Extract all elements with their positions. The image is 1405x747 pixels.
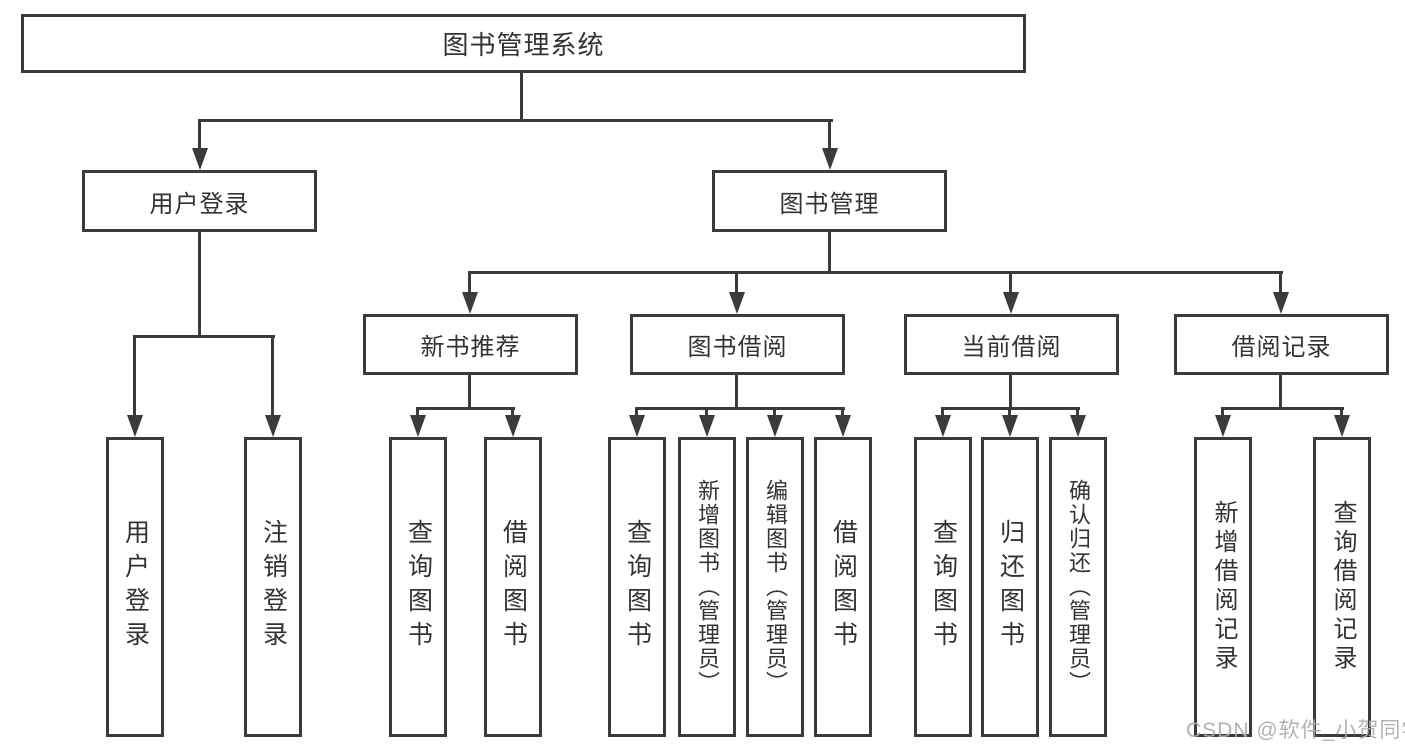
connector-line-v	[841, 407, 844, 419]
leaf-add-borrow-record: 新增借阅记录	[1194, 437, 1252, 737]
connector-line-v	[1008, 407, 1011, 419]
arrow-down-icon	[935, 415, 951, 437]
leaf-borrow-books-recommend-label: 借阅图书	[499, 519, 528, 655]
leaf-borrow-books-recommend: 借阅图书	[484, 437, 542, 737]
leaf-query-books-recommend-label: 查询图书	[404, 519, 433, 655]
connector-line-v	[635, 407, 638, 419]
csdn-watermark: CSDN @软件_小贺同学	[1186, 719, 1405, 742]
connector-line-v	[1279, 271, 1282, 295]
node-root-label: 图书管理系统	[442, 30, 605, 60]
node-root: 图书管理系统	[21, 14, 1026, 73]
node-book-management-label: 图书管理	[779, 190, 880, 218]
node-book-management: 图书管理	[712, 170, 947, 232]
connector-line-h	[416, 407, 515, 410]
node-current-borrow: 当前借阅	[904, 314, 1119, 375]
arrow-down-icon	[822, 148, 838, 170]
arrow-down-icon	[127, 415, 143, 437]
leaf-query-books-current: 查询图书	[914, 437, 972, 737]
node-new-book-recommend-label: 新书推荐	[420, 334, 521, 361]
leaf-user-login-label: 用户登录	[121, 519, 150, 655]
arrow-down-icon	[1334, 415, 1350, 437]
node-book-borrow-label: 图书借阅	[687, 334, 788, 361]
arrow-down-icon	[629, 415, 645, 437]
arrow-down-icon	[835, 415, 851, 437]
leaf-edit-books-admin-label: 编辑图书（管理员）	[763, 479, 788, 695]
leaf-add-books-admin-label: 新增图书（管理员）	[695, 479, 720, 695]
connector-line-v	[735, 375, 738, 409]
leaf-confirm-return-admin: 确认归还（管理员）	[1049, 437, 1107, 737]
connector-line-v	[133, 335, 136, 417]
arrow-down-icon	[699, 415, 715, 437]
leaf-query-books-recommend: 查询图书	[389, 437, 447, 737]
connector-line-v	[198, 232, 201, 337]
leaf-borrow-books-label: 借阅图书	[829, 519, 858, 655]
connector-line-h	[133, 335, 275, 338]
leaf-return-books-label: 归还图书	[996, 519, 1025, 655]
arrow-down-icon	[410, 415, 426, 437]
leaf-borrow-books: 借阅图书	[814, 437, 872, 737]
arrow-down-icon	[265, 415, 281, 437]
arrow-down-icon	[1273, 292, 1289, 314]
leaf-user-login: 用户登录	[106, 437, 164, 737]
arrow-down-icon	[1003, 292, 1019, 314]
connector-line-v	[468, 375, 471, 409]
leaf-logout-label: 注销登录	[259, 519, 288, 655]
connector-line-v	[511, 407, 514, 419]
arrow-down-icon	[1070, 415, 1086, 437]
connector-line-v	[735, 271, 738, 295]
connector-line-h	[635, 407, 845, 410]
connector-line-v	[468, 271, 471, 295]
node-current-borrow-label: 当前借阅	[961, 334, 1062, 361]
leaf-return-books: 归还图书	[981, 437, 1039, 737]
node-borrow-record-label: 借阅记录	[1231, 334, 1332, 361]
connector-line-h	[1221, 407, 1344, 410]
leaf-add-borrow-record-label: 新增借阅记录	[1210, 500, 1237, 674]
leaf-query-books-borrow: 查询图书	[608, 437, 666, 737]
connector-line-v	[1279, 375, 1282, 409]
arrow-down-icon	[192, 148, 208, 170]
connector-line-v	[705, 407, 708, 419]
connector-line-h	[468, 271, 1283, 274]
node-user-login: 用户登录	[82, 170, 317, 232]
leaf-query-borrow-record-label: 查询借阅记录	[1329, 500, 1356, 674]
leaf-query-books-current-label: 查询图书	[929, 519, 958, 655]
connector-line-v	[416, 407, 419, 419]
arrow-down-icon	[505, 415, 521, 437]
leaf-query-books-borrow-label: 查询图书	[623, 519, 652, 655]
connector-line-v	[1076, 407, 1079, 419]
connector-line-v	[941, 407, 944, 419]
connector-line-v	[1009, 375, 1012, 409]
node-user-login-label: 用户登录	[149, 190, 250, 218]
connector-line-v	[198, 119, 201, 150]
connector-line-v	[1009, 271, 1012, 295]
arrow-down-icon	[462, 292, 478, 314]
node-book-borrow: 图书借阅	[630, 314, 845, 375]
connector-line-v	[1221, 407, 1224, 419]
connector-line-v	[773, 407, 776, 419]
connector-line-v	[520, 73, 523, 122]
connector-line-v	[828, 119, 831, 150]
connector-line-h	[198, 119, 833, 122]
connector-line-v	[1340, 407, 1343, 419]
node-borrow-record: 借阅记录	[1174, 314, 1389, 375]
leaf-query-borrow-record: 查询借阅记录	[1313, 437, 1371, 737]
arrow-down-icon	[729, 292, 745, 314]
connector-line-v	[271, 335, 274, 417]
leaf-add-books-admin: 新增图书（管理员）	[678, 437, 736, 737]
leaf-logout: 注销登录	[244, 437, 302, 737]
leaf-edit-books-admin: 编辑图书（管理员）	[746, 437, 804, 737]
arrow-down-icon	[1215, 415, 1231, 437]
arrow-down-icon	[1002, 415, 1018, 437]
arrow-down-icon	[767, 415, 783, 437]
connector-line-v	[828, 232, 831, 273]
node-new-book-recommend: 新书推荐	[363, 314, 578, 375]
leaf-confirm-return-admin-label: 确认归还（管理员）	[1066, 479, 1091, 695]
